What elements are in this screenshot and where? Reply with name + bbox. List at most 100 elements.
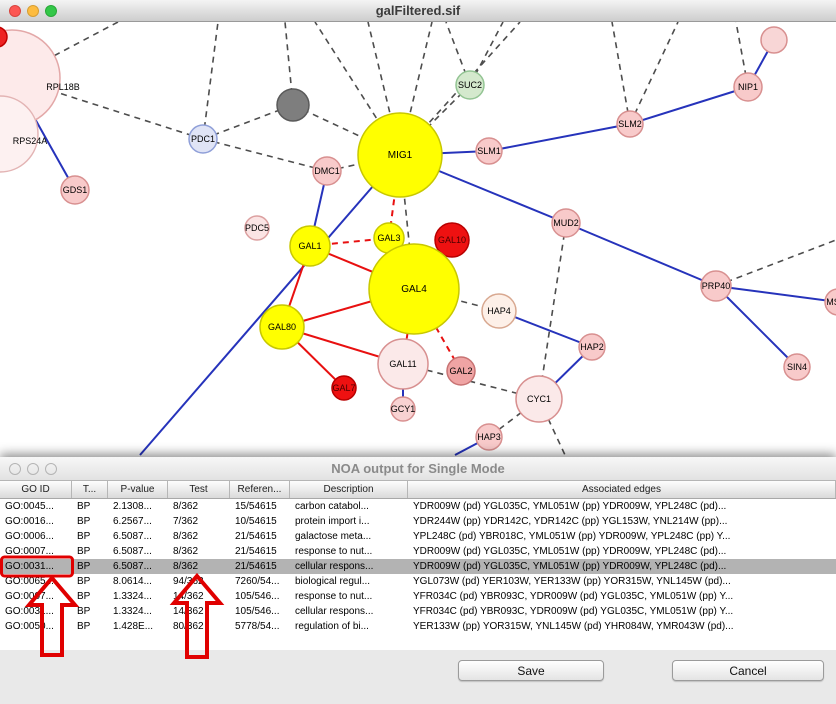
graph-node-label: SLM1 [477, 146, 501, 156]
graph-node-dmc1[interactable] [312, 156, 342, 186]
graph-edge-pd[interactable] [629, 22, 679, 125]
graph-node-hap2[interactable] [578, 333, 606, 361]
column-header[interactable]: P-value [108, 481, 168, 498]
cell-p-value: 6.5087... [113, 531, 152, 542]
cell-p-value: 1.3324... [113, 606, 152, 617]
graph-node-pdc5[interactable] [244, 215, 270, 241]
column-header[interactable]: GO ID [0, 481, 72, 498]
graph-node-gal11[interactable] [377, 338, 429, 390]
close-button[interactable] [9, 5, 21, 17]
graph-node-msl1[interactable] [824, 288, 836, 316]
cell-test: 94/362 [173, 576, 204, 587]
network-graph[interactable]: RPL18BRPS24AGDS1PDC1DMC1MIG1SUC2SLM1SLM2… [0, 22, 836, 457]
cell-go-id: GO:0007... [5, 591, 54, 602]
graph-node-hap4[interactable] [481, 293, 517, 329]
graph-node-rps24a[interactable] [0, 95, 39, 173]
cell-edges: YFR034C (pd) YBR093C, YDR009W (pd) YGL03… [413, 591, 734, 602]
graph-edge-pp[interactable] [715, 285, 798, 368]
graph-node-mud2[interactable] [551, 208, 581, 238]
graph-edge-pd[interactable] [292, 104, 401, 156]
graph-edge-pd[interactable] [611, 22, 631, 125]
graph-node-pdc1[interactable] [188, 124, 218, 154]
cell-test: 8/362 [173, 546, 199, 557]
cell-type: BP [77, 606, 91, 617]
graph-node-cyc1[interactable] [515, 375, 563, 423]
column-header[interactable]: Test [168, 481, 230, 498]
graph-node-gal1[interactable] [289, 225, 331, 267]
graph-edge-pp[interactable] [715, 285, 836, 303]
graph-node-corner[interactable] [760, 26, 788, 54]
graph-node-prp40[interactable] [700, 270, 732, 302]
cell-type: BP [77, 531, 91, 542]
graph-node-gray[interactable] [276, 88, 310, 122]
graph-node-label: GDS1 [63, 185, 88, 195]
graph-node-label: SLM2 [618, 119, 642, 129]
graph-node-label: GAL7 [332, 383, 355, 393]
graph-edge-pd[interactable] [715, 239, 836, 287]
cell-reference: 21/54615 [235, 531, 277, 542]
graph-node-gcy1[interactable] [390, 396, 416, 422]
graph-node-gds1[interactable] [60, 175, 90, 205]
graph-node-gal2[interactable] [446, 356, 476, 386]
graph-node-hap3[interactable] [475, 423, 503, 451]
minimize-button[interactable] [27, 463, 39, 475]
cell-go-id: GO:0065... [5, 576, 54, 587]
close-button[interactable] [9, 463, 21, 475]
cell-edges: YGL073W (pd) YER103W, YER133W (pp) YOR31… [413, 576, 731, 587]
cancel-button[interactable]: Cancel [672, 660, 824, 681]
graph-edge-pp[interactable] [629, 86, 749, 125]
graph-node-sin4[interactable] [783, 353, 811, 381]
cell-p-value: 2.1308... [113, 501, 152, 512]
graph-edge-pd[interactable] [202, 22, 219, 140]
graph-node-label: CYC1 [527, 394, 551, 404]
graph-edge-pp[interactable] [565, 222, 717, 287]
graph-node-label: HAP3 [477, 432, 501, 442]
graph-node-gal10[interactable] [434, 222, 470, 258]
graph-node-nip1[interactable] [733, 72, 763, 102]
cell-test: 14/362 [173, 591, 204, 602]
graph-node-label: HAP4 [487, 306, 511, 316]
zoom-button[interactable] [45, 5, 57, 17]
graph-node-gal4[interactable] [368, 243, 460, 335]
graph-edge-pd[interactable] [202, 138, 328, 172]
column-header[interactable]: Description [290, 481, 408, 498]
save-button[interactable]: Save [458, 660, 604, 681]
graph-edge-pp[interactable] [139, 154, 401, 456]
minimize-button[interactable] [27, 5, 39, 17]
cell-type: BP [77, 501, 91, 512]
cell-edges: YDR244W (pp) YDR142C, YDR142C (pp) YGL15… [413, 516, 728, 527]
zoom-button[interactable] [45, 463, 57, 475]
cell-go-id: GO:0016... [5, 516, 54, 527]
graph-node-label: SIN4 [787, 362, 807, 372]
graph-node-suc2[interactable] [455, 70, 485, 100]
cell-description: carbon catabol... [295, 501, 369, 512]
graph-node-slm1[interactable] [475, 137, 503, 165]
graph-node-gal7[interactable] [331, 375, 357, 401]
graph-node-label: GAL80 [268, 322, 296, 332]
column-header[interactable]: Associated edges [408, 481, 836, 498]
column-header[interactable]: T... [72, 481, 108, 498]
graph-node-slm2[interactable] [616, 110, 644, 138]
graph-node-mig1[interactable] [357, 112, 443, 198]
graph-edge-pp[interactable] [488, 123, 631, 152]
graph-node-redchip[interactable] [0, 26, 8, 48]
column-header[interactable]: Referen... [230, 481, 290, 498]
graph-window-title: galFiltered.sif [375, 3, 461, 18]
graph-window-titlebar: galFiltered.sif [0, 0, 836, 22]
graph-node-label: DMC1 [314, 166, 340, 176]
cell-edges: YDR009W (pd) YGL035C, YML051W (pp) YDR00… [413, 561, 727, 572]
graph-node-gal80[interactable] [259, 304, 305, 350]
graph-edge-pd[interactable] [538, 222, 567, 400]
cell-test: 7/362 [173, 516, 199, 527]
